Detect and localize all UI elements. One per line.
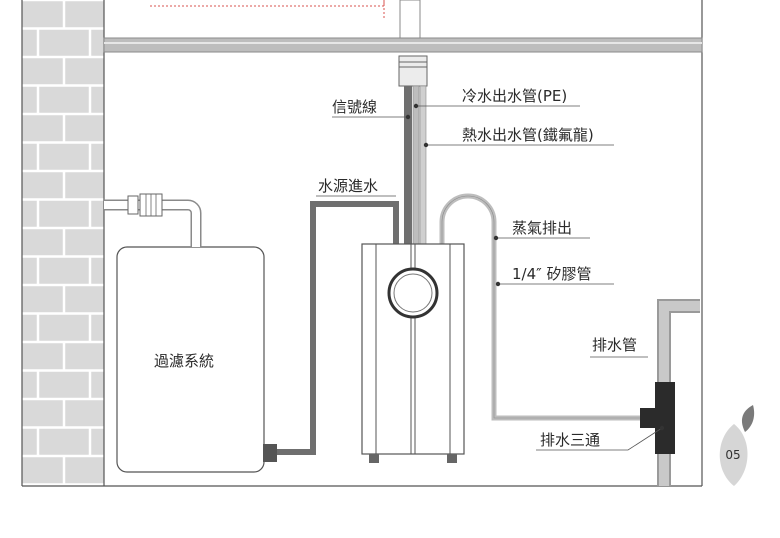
counter-top [103, 37, 703, 53]
page-badge: 05 [719, 405, 755, 486]
filter-feed-pipe-inner [104, 201, 200, 247]
label-hot-outlet: 熱水出水管(鐵氟龍) [462, 126, 594, 144]
dot-cold-outlet [413, 103, 419, 109]
leader-drain-tee [536, 427, 663, 451]
dot-hot-outlet [423, 142, 429, 148]
dispenser-unit [361, 243, 465, 463]
drain-tee-fitting [655, 382, 675, 454]
label-cold-outlet: 冷水出水管(PE) [462, 87, 567, 105]
label-drain-pipe: 排水管 [592, 336, 637, 354]
label-silicone-tube: 1/4″ 矽膠管 [512, 265, 592, 283]
label-signal-line: 信號線 [332, 98, 377, 116]
silicone-drain-tube-outline [441, 195, 640, 419]
hot-outlet-tube [419, 85, 427, 245]
drain-tee-branch [640, 408, 656, 428]
leader-dots [405, 103, 665, 431]
dot-silicone-tube [495, 281, 501, 287]
leaf-icon [741, 405, 755, 432]
dot-drain-tee [659, 425, 665, 431]
dispenser-foot-right [447, 454, 457, 463]
cold-outlet-tube [412, 85, 420, 245]
dispenser-gauge-inner [393, 273, 433, 313]
signal-line-tube [404, 86, 412, 244]
label-drain-tee: 排水三通 [540, 431, 600, 449]
page-number: 05 [725, 448, 740, 462]
filter-outlet-fitting [263, 444, 277, 462]
page-badge-shape [719, 424, 748, 486]
dot-signal-line [405, 114, 411, 120]
filter-feed-valve [127, 195, 139, 215]
label-steam-exhaust: 蒸氣排出 [512, 219, 572, 237]
label-filter-system: 過濾系統 [154, 352, 214, 370]
faucet-connector [398, 55, 428, 87]
faucet-base [399, 0, 421, 39]
water-inlet-pipe [276, 201, 399, 455]
dispenser-foot-left [369, 454, 379, 463]
leader-lines [316, 105, 663, 451]
dot-steam-exhaust [493, 235, 499, 241]
label-water-inlet: 水源進水 [318, 177, 378, 195]
brick-wall [21, 0, 105, 486]
